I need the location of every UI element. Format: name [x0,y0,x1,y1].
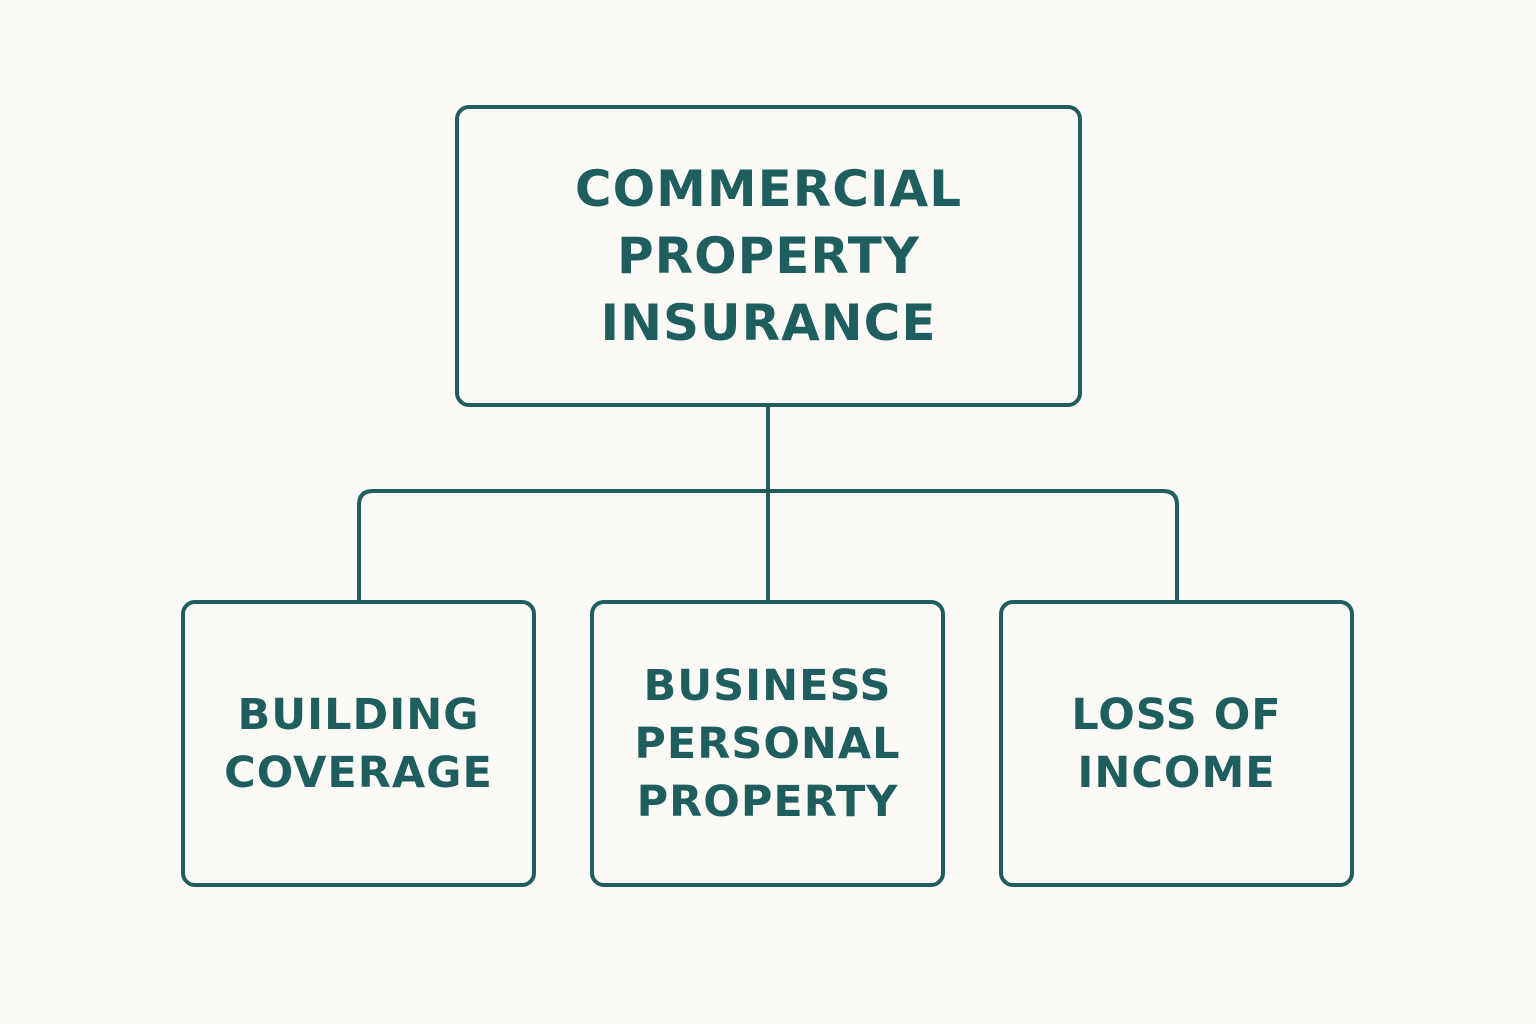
root-label-line: PROPERTY [616,226,921,285]
child-node-business-personal-property: BUSINESS PERSONAL PROPERTY [590,600,945,887]
root-label-line: INSURANCE [600,293,937,352]
root-node-commercial-property-insurance: COMMERCIAL PROPERTY INSURANCE [455,105,1082,407]
child-node-loss-of-income: LOSS OF INCOME [999,600,1354,887]
root-label-line: COMMERCIAL [574,159,963,218]
child-label-line: PERSONAL [634,718,901,769]
child-label-line: LOSS OF [1071,689,1282,740]
child-label-line: BUSINESS [643,660,892,711]
child-label-line: PROPERTY [636,776,899,827]
child-label-line: BUILDING [237,689,480,740]
child-node-building-coverage: BUILDING COVERAGE [181,600,536,887]
child-label-line: INCOME [1077,747,1276,798]
child-label-line: COVERAGE [224,747,493,798]
connector-bus [357,489,1179,600]
